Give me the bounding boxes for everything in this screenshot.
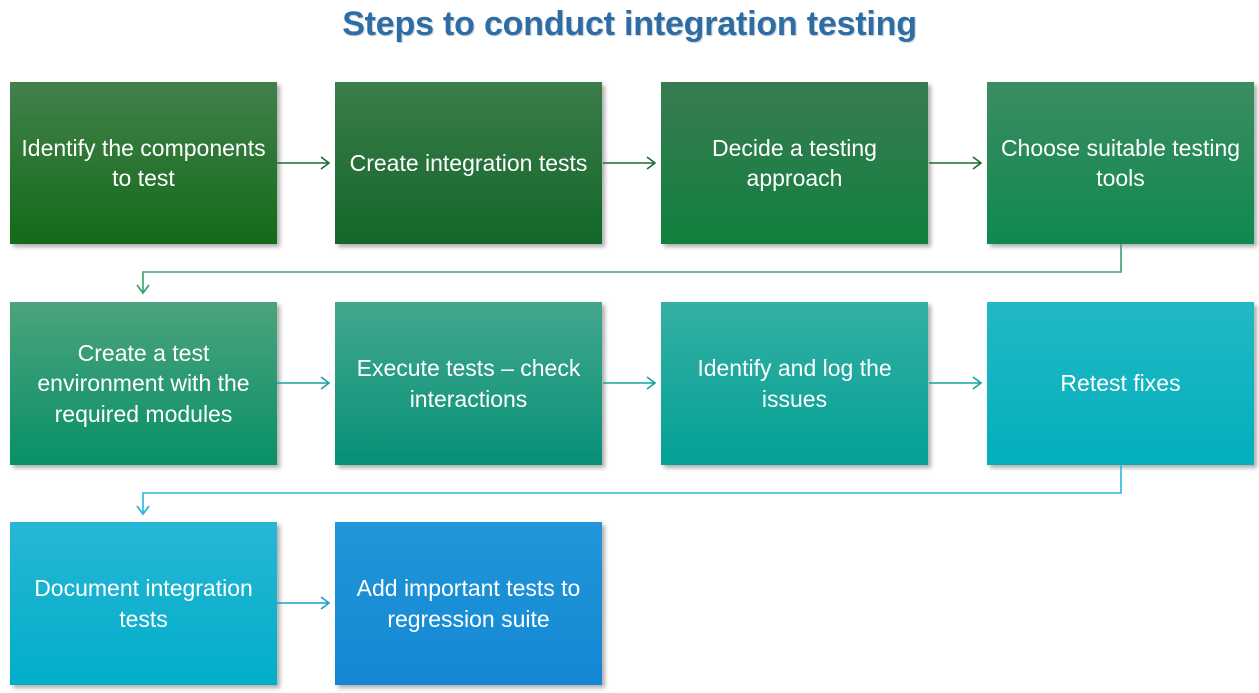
edge-5-to-6 <box>277 376 331 390</box>
edge-6-to-7 <box>603 376 657 390</box>
flow-node-5[interactable]: Create a test environment with the requi… <box>10 302 277 465</box>
flow-node-7[interactable]: Identify and log the issues <box>661 302 928 465</box>
flow-node-9[interactable]: Document integration tests <box>10 522 277 685</box>
flow-node-1[interactable]: Identify the components to test <box>10 82 277 244</box>
flow-node-5-label: Create a test environment with the requi… <box>37 339 250 427</box>
flow-node-7-label: Identify and log the issues <box>697 355 892 412</box>
flow-node-8-label: Retest fixes <box>1060 370 1181 397</box>
flow-node-4[interactable]: Choose suitable testing tools <box>987 82 1254 244</box>
flow-node-1-label: Identify the components to test <box>21 134 266 191</box>
flow-node-6-label: Execute tests – check interactions <box>356 355 581 412</box>
edge-9-to-10 <box>277 596 331 610</box>
flow-node-6[interactable]: Execute tests – check interactions <box>335 302 602 465</box>
flow-node-4-label: Choose suitable testing tools <box>1000 134 1241 191</box>
edge-1-to-2 <box>277 156 331 170</box>
flow-node-10[interactable]: Add important tests to regression suite <box>335 522 602 685</box>
edge-2-to-3 <box>603 156 657 170</box>
flow-node-2[interactable]: Create integration tests <box>335 82 602 244</box>
edge-3-to-4 <box>929 156 983 170</box>
flow-node-2-label: Create integration tests <box>349 149 588 176</box>
edge-7-to-8 <box>929 376 983 390</box>
flow-node-3[interactable]: Decide a testing approach <box>661 82 928 244</box>
flow-node-10-label: Add important tests to regression suite <box>356 575 581 632</box>
edge-8-to-9 <box>136 465 1122 516</box>
edge-4-to-5 <box>136 244 1122 295</box>
flow-node-3-label: Decide a testing approach <box>712 134 877 191</box>
page-title: Steps to conduct integration testing <box>342 5 917 43</box>
flow-node-9-label: Document integration tests <box>34 575 253 632</box>
flow-node-8[interactable]: Retest fixes <box>987 302 1254 465</box>
